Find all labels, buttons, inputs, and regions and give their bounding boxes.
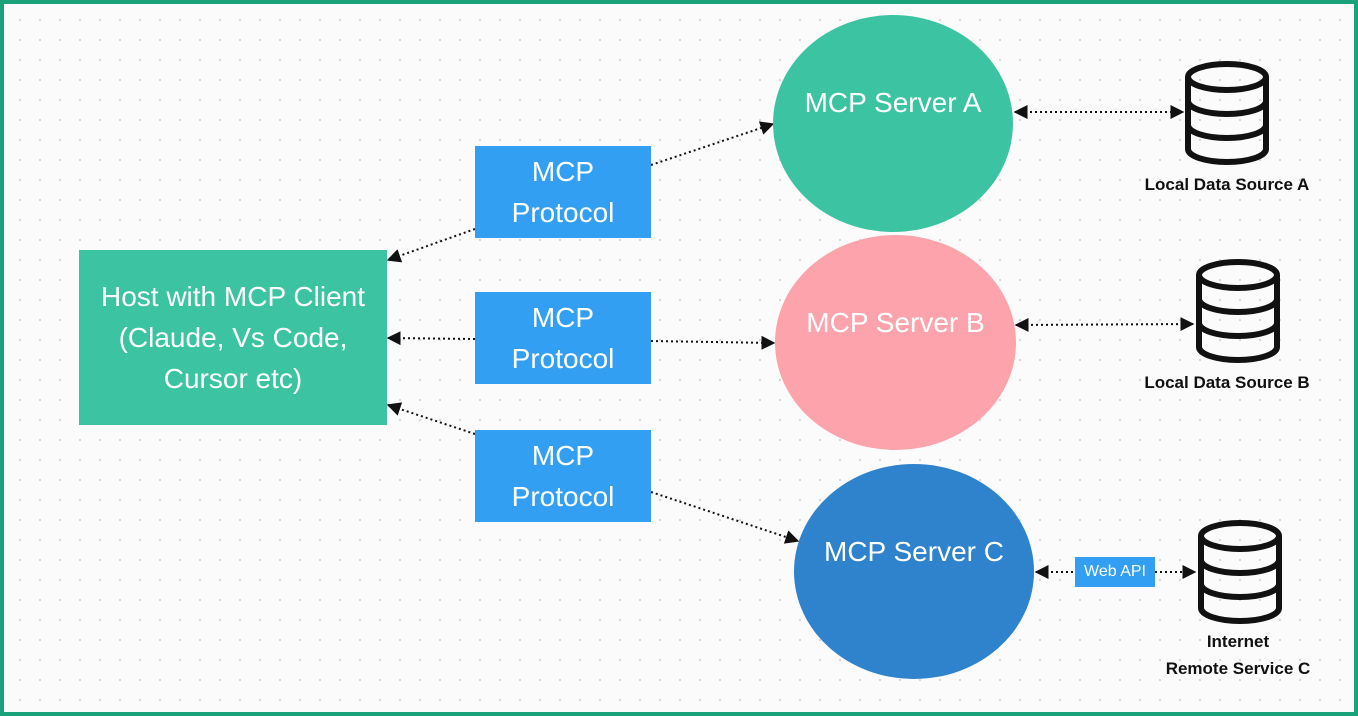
connector-protocol-c-server-c (650, 491, 800, 544)
database-icon (1198, 520, 1282, 624)
protocol-a-line-1: MCP (531, 156, 595, 187)
connector-host-protocol-a (386, 228, 476, 263)
web-api-badge: Web API (1075, 557, 1155, 587)
local-data-source-b-label: Local Data Source B (1144, 373, 1310, 392)
server-c-label: MCP Server C (824, 536, 1004, 567)
connector-host-protocol-b (386, 331, 476, 346)
connector-host-protocol-c (386, 402, 476, 435)
web-api-label: Web API (1084, 563, 1146, 580)
server-b-label: MCP Server B (806, 307, 985, 338)
protocol-a-line-2: Protocol (511, 197, 615, 228)
protocol-b-line-1: MCP (531, 302, 595, 333)
connector-protocol-b-server-b (650, 335, 776, 350)
host-line-1: Host with MCP Client (100, 281, 365, 312)
internet-label: Internet (1206, 632, 1270, 651)
mcp-server-c-node: MCP Server C (794, 464, 1034, 679)
mcp-protocol-box-b: MCP Protocol (475, 292, 651, 384)
host-mcp-client-box: Host with MCP Client (Claude, Vs Code, C… (79, 250, 387, 425)
mcp-protocol-box-c: MCP Protocol (475, 430, 651, 522)
host-line-2: (Claude, Vs Code, (118, 322, 348, 353)
mcp-server-b-node: MCP Server B (775, 235, 1016, 450)
mcp-server-a-node: MCP Server A (773, 15, 1013, 232)
server-a-label: MCP Server A (804, 87, 982, 118)
local-data-source-a-label: Local Data Source A (1144, 175, 1310, 194)
protocol-c-line-2: Protocol (511, 481, 615, 512)
connector-server-b-source-b (1014, 317, 1195, 332)
remote-service-c-label: Remote Service C (1165, 659, 1311, 678)
mcp-protocol-box-a: MCP Protocol (475, 146, 651, 238)
protocol-c-line-1: MCP (531, 440, 595, 471)
database-icon (1185, 61, 1269, 165)
database-icon (1196, 259, 1280, 363)
protocol-b-line-2: Protocol (511, 343, 615, 374)
connector-protocol-a-server-a (650, 121, 775, 166)
host-line-3: Cursor etc) (163, 363, 303, 394)
